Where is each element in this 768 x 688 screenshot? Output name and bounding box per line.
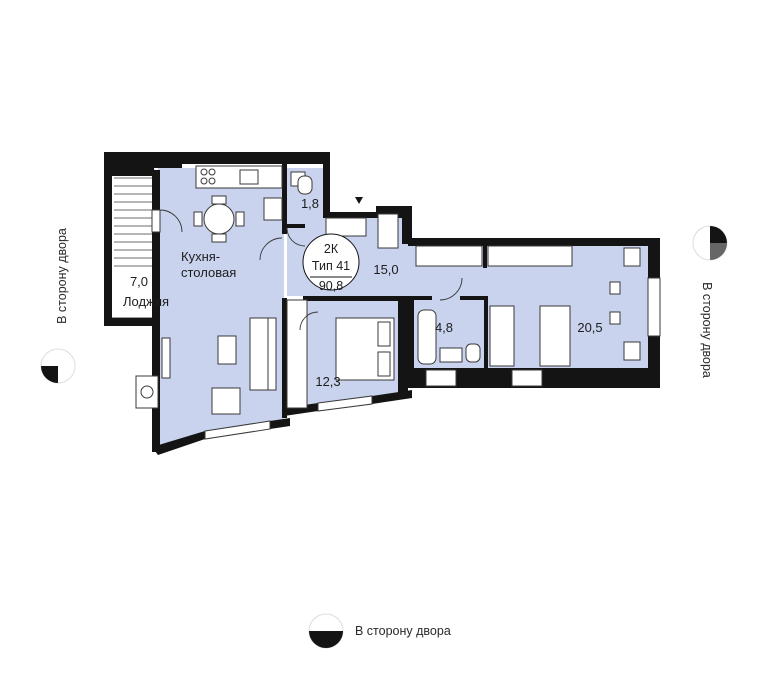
wall xyxy=(484,296,488,378)
sofa xyxy=(249,317,277,391)
apartment-badge xyxy=(302,233,360,291)
window xyxy=(425,369,457,387)
wall xyxy=(282,298,287,418)
wall xyxy=(178,152,328,164)
walls xyxy=(104,152,660,455)
armchair xyxy=(211,387,241,415)
apartment-total-area: 90,8 xyxy=(319,279,343,293)
window xyxy=(647,277,661,337)
doors xyxy=(159,209,463,331)
wall xyxy=(398,296,408,396)
wall xyxy=(408,296,414,378)
wall xyxy=(152,170,160,210)
wall xyxy=(104,318,160,336)
hall-closet xyxy=(325,217,367,237)
kitchen-counter xyxy=(195,165,283,189)
window xyxy=(317,395,373,412)
direction-south-label: В сторону двора xyxy=(355,624,451,638)
wall xyxy=(460,296,487,300)
bedroom-large-floor xyxy=(412,244,648,372)
small-bath-area: 1,8 xyxy=(301,196,319,211)
bed xyxy=(489,305,515,367)
compass-west-icon xyxy=(40,348,76,384)
direction-east-label: В сторону двора xyxy=(700,282,714,378)
compass-east-icon xyxy=(692,225,728,261)
direction-west-label: В сторону двора xyxy=(55,228,69,324)
kitchen-fridge xyxy=(263,197,283,221)
fireplace xyxy=(135,375,159,409)
wall xyxy=(287,224,305,228)
entrance-arrow-icon xyxy=(355,197,363,204)
wall xyxy=(282,164,287,234)
bedroom-large-area: 20,5 xyxy=(577,320,602,335)
wall xyxy=(648,238,660,278)
wall xyxy=(648,336,660,388)
dresser xyxy=(623,341,641,361)
hall-shelf xyxy=(377,213,399,249)
tv-stand xyxy=(161,337,171,379)
window xyxy=(151,209,161,233)
wall xyxy=(104,152,182,176)
apartment-rooms-code: 2К xyxy=(324,242,339,256)
hall-area: 15,0 xyxy=(373,262,398,277)
wall xyxy=(408,238,660,246)
window xyxy=(511,369,543,387)
toilet-small xyxy=(297,175,313,195)
compass-south-icon xyxy=(308,613,344,649)
dining-table xyxy=(203,203,235,235)
washbasin xyxy=(439,347,463,363)
kitchen-name-line2: столовая xyxy=(181,265,236,280)
bed xyxy=(539,305,571,367)
bedroom-small-area: 12,3 xyxy=(315,374,340,389)
coffee-table xyxy=(217,335,237,365)
windows xyxy=(151,209,661,440)
bath-area: 4,8 xyxy=(435,320,453,335)
wardrobe xyxy=(286,299,308,409)
wall xyxy=(303,296,403,301)
wardrobe xyxy=(415,245,483,267)
wall xyxy=(152,336,168,452)
nightstand xyxy=(609,281,621,295)
window xyxy=(204,420,271,440)
kitchen-name-line1: Кухня- xyxy=(181,249,220,264)
dresser xyxy=(623,247,641,267)
furniture xyxy=(135,165,641,415)
loggia-name: Лоджия xyxy=(123,294,169,309)
wall xyxy=(152,232,160,318)
wall xyxy=(284,403,318,416)
loggia-area: 7,0 xyxy=(130,274,148,289)
apartment-type: Тип 41 xyxy=(312,259,350,273)
wall xyxy=(152,431,205,455)
wall xyxy=(483,244,487,268)
wall xyxy=(270,418,290,429)
loggia-floor xyxy=(109,169,155,319)
wall xyxy=(318,152,412,244)
bathtub xyxy=(417,309,437,365)
wall xyxy=(104,170,112,320)
wall xyxy=(414,296,432,300)
nightstand xyxy=(609,311,621,325)
loggia-hatching xyxy=(114,177,152,267)
toilet xyxy=(465,343,481,363)
wardrobe xyxy=(487,245,573,267)
